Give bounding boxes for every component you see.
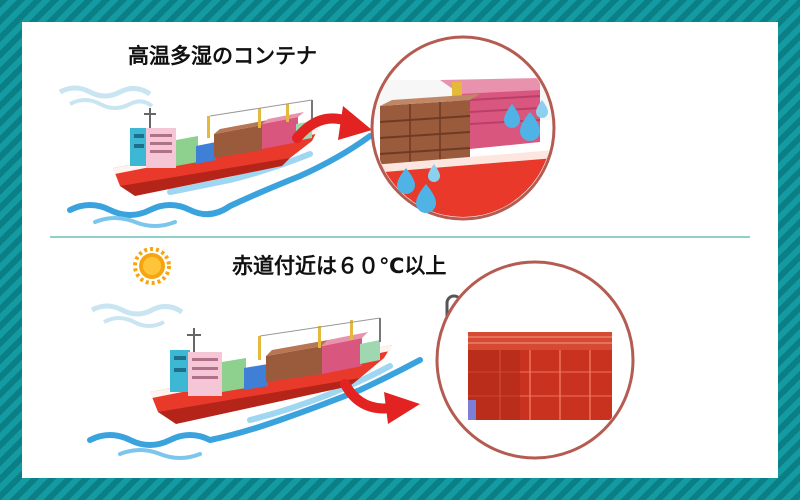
top-caption: 高温多湿のコンテナ	[128, 44, 317, 68]
bottom-caption: 赤道付近は６０℃以上	[232, 254, 447, 278]
sun-icon	[133, 247, 171, 285]
container-zoom-icon	[370, 35, 556, 221]
arrow-icon	[292, 106, 372, 143]
cargo-ship-icon	[58, 85, 373, 228]
arrow-icon	[340, 379, 420, 424]
water-drop-icon	[397, 100, 548, 213]
cargo-ship-icon	[87, 303, 423, 460]
section-divider	[50, 236, 750, 238]
container-zoom-icon	[435, 260, 635, 460]
